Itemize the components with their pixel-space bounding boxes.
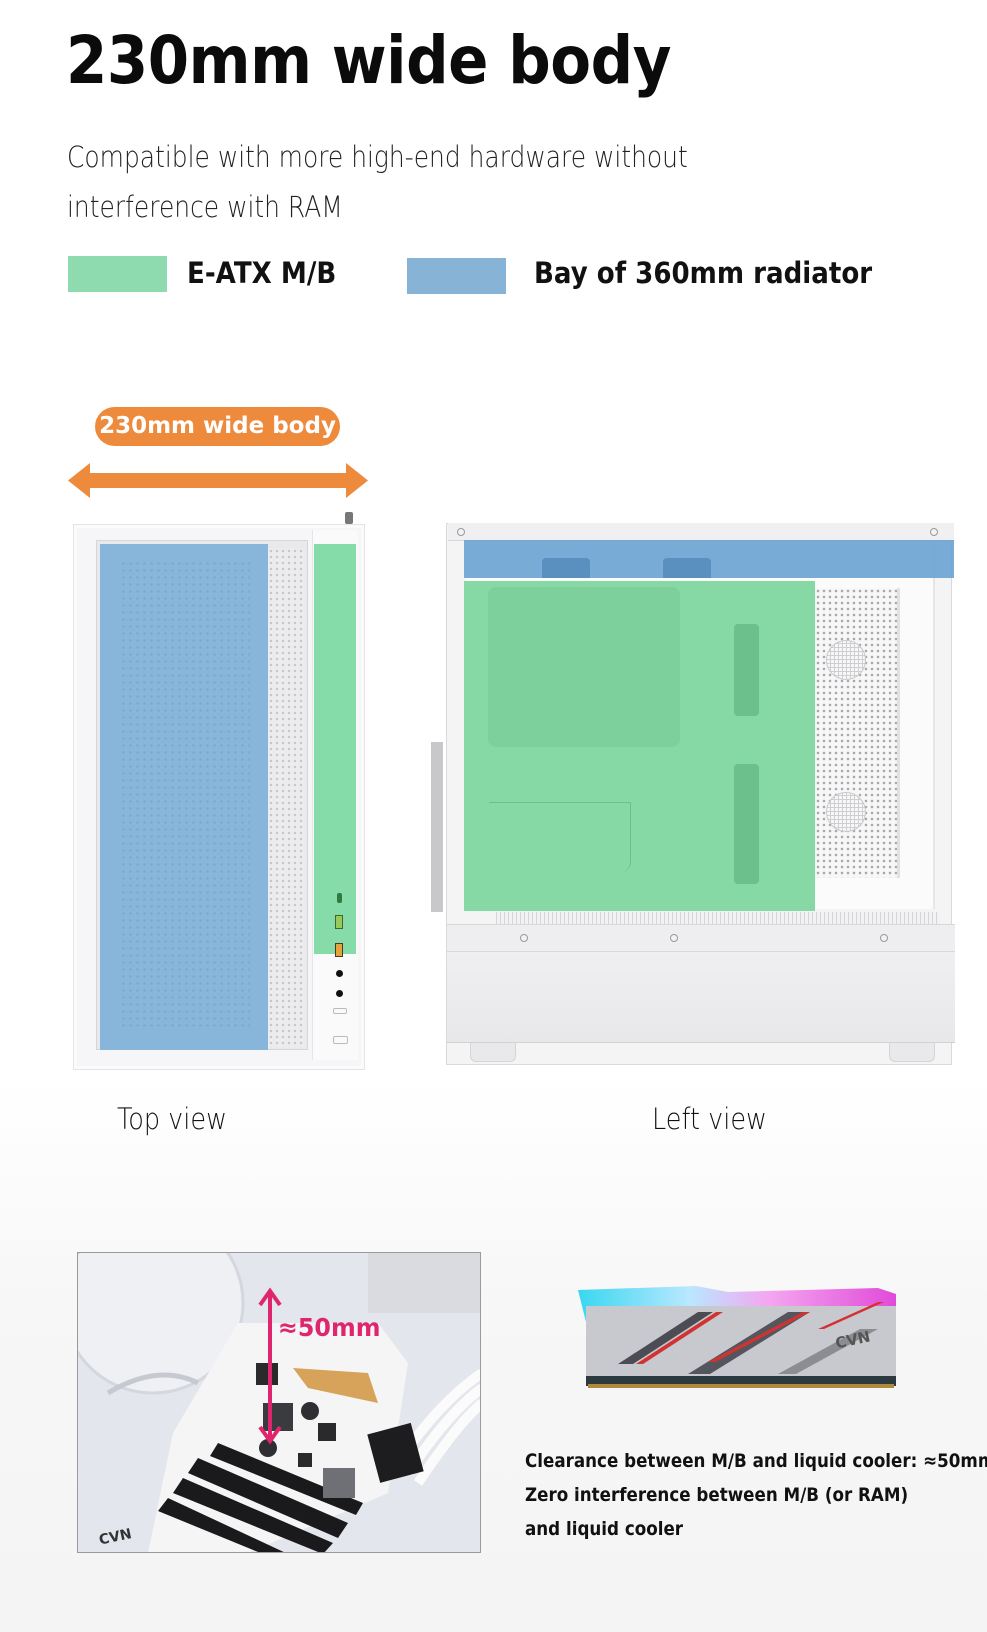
left-view-top-rail <box>448 523 954 541</box>
left-view-rear-bracket <box>431 742 443 912</box>
power-button-icon <box>333 1036 348 1044</box>
left-view-label: Left view <box>652 1102 767 1136</box>
legend-label-radiator: Bay of 360mm radiator <box>534 256 873 290</box>
psu-shroud <box>447 924 955 952</box>
fan-icon <box>826 640 866 680</box>
psu-shroud-vent <box>496 912 940 924</box>
clearance-line-1: Clearance between M/B and liquid cooler:… <box>525 1450 987 1472</box>
screw-icon <box>670 934 678 942</box>
clearance-measurement-label: ≈50mm <box>278 1313 381 1342</box>
cable-grommet <box>734 624 759 716</box>
ram-module-illustration: CVN <box>578 1286 896 1388</box>
usb-a-port-icon <box>335 915 343 929</box>
mic-jack-icon <box>336 990 343 997</box>
screw-icon <box>880 934 888 942</box>
legend-swatch-radiator <box>407 258 506 294</box>
top-view-eatx-area <box>314 544 356 954</box>
screw-icon <box>457 528 465 536</box>
usb-a-port-icon <box>335 943 343 957</box>
double-arrow-icon <box>68 463 368 498</box>
width-badge: 230mm wide body <box>95 407 340 446</box>
svg-text:CVN: CVN <box>98 1526 133 1548</box>
subtitle-line-1: Compatible with more high-end hardware w… <box>67 140 688 174</box>
reset-button-icon <box>333 1008 347 1014</box>
radiator-mount-tab <box>542 558 590 578</box>
antenna-icon <box>345 512 353 524</box>
clearance-line-2: Zero interference between M/B (or RAM) <box>525 1484 909 1506</box>
top-view-side-mesh <box>268 548 306 1048</box>
audio-jack-icon <box>336 970 343 977</box>
top-view-mesh-pattern <box>120 560 250 1030</box>
clearance-line-3: and liquid cooler <box>525 1518 684 1540</box>
case-foot <box>889 1043 935 1062</box>
top-view-label: Top view <box>117 1102 227 1136</box>
screw-icon <box>930 528 938 536</box>
mb-tray-outline <box>489 802 631 872</box>
page-subtitle: Compatible with more high-end hardware w… <box>67 132 755 232</box>
clearance-photo: CVN ≈50mm <box>77 1252 481 1553</box>
cpu-cutout <box>488 587 680 747</box>
clearance-description: Clearance between M/B and liquid cooler:… <box>525 1444 987 1546</box>
cable-grommet <box>734 764 759 884</box>
legend-swatch-eatx <box>68 256 167 292</box>
usb-c-port-icon <box>337 893 342 903</box>
subtitle-line-2: interference with RAM <box>67 190 343 224</box>
radiator-mount-tab <box>663 558 711 578</box>
left-view-front-mesh <box>815 588 900 878</box>
legend-label-eatx: E-ATX M/B <box>187 256 337 290</box>
screw-icon <box>520 934 528 942</box>
motherboard-photo-illustration: CVN <box>78 1253 480 1552</box>
left-view-base <box>447 952 955 1043</box>
page-title: 230mm wide body <box>66 22 672 99</box>
top-view-radiator-bay <box>100 544 268 1050</box>
fan-icon <box>826 792 866 832</box>
case-foot <box>470 1043 516 1062</box>
